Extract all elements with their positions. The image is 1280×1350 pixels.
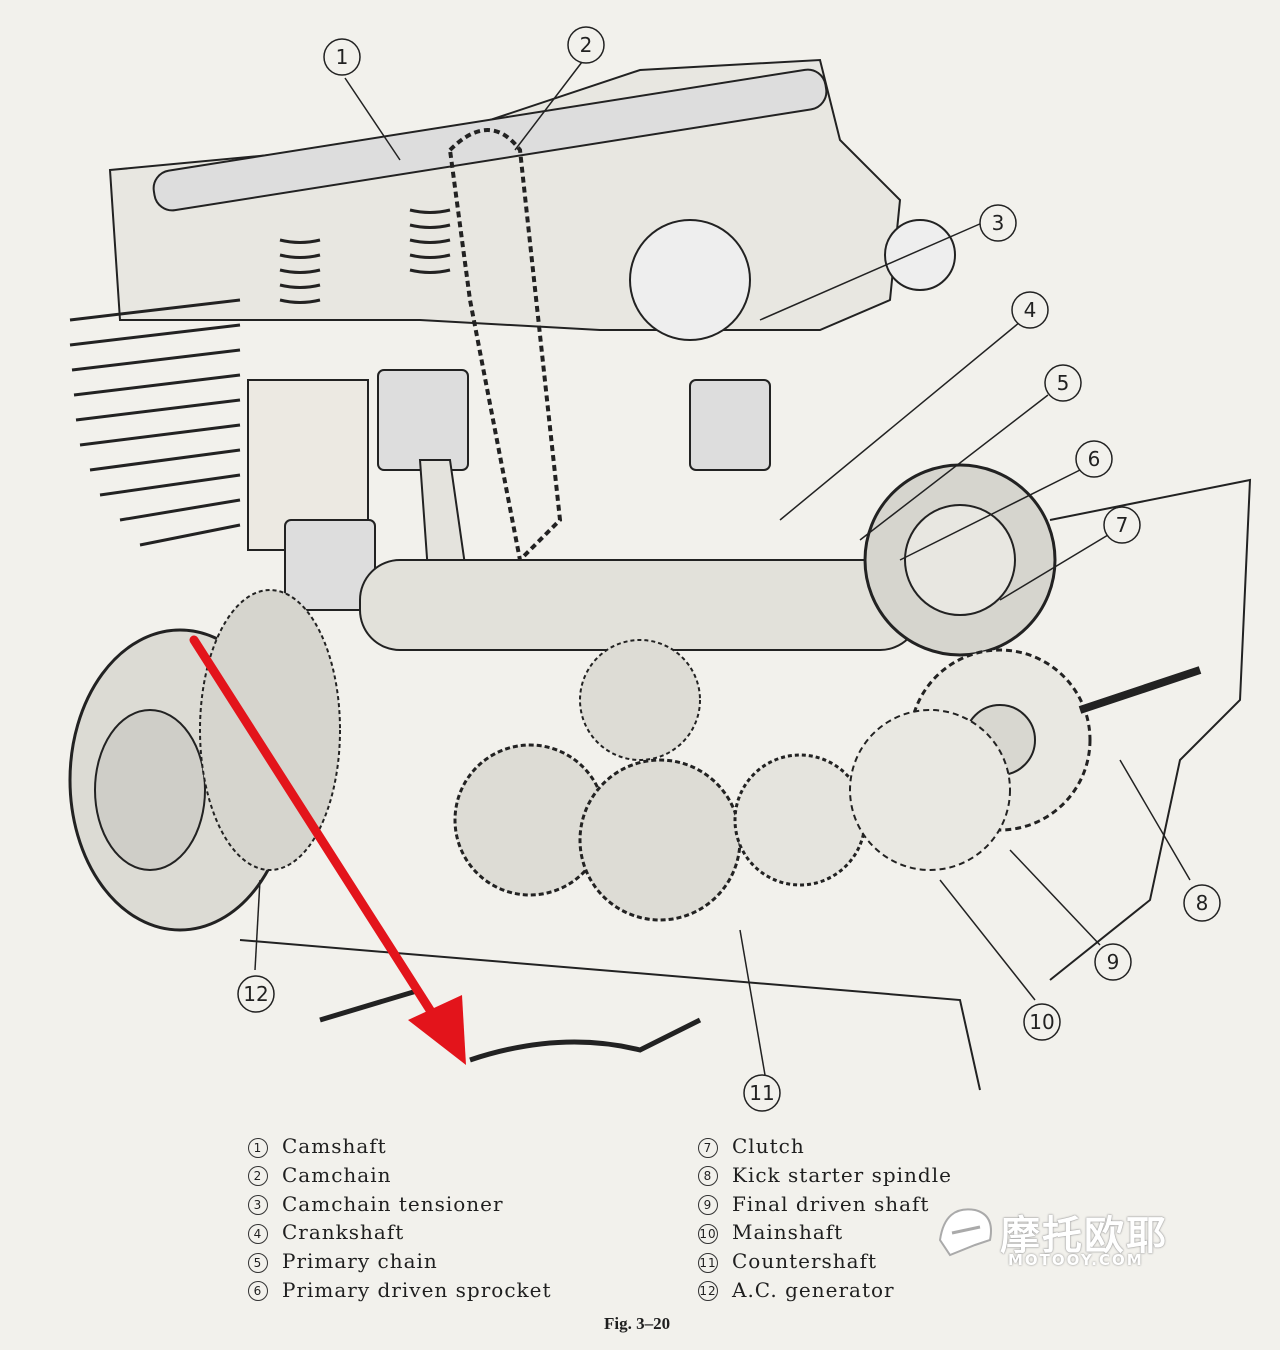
callout-4-label: 4 (1024, 298, 1037, 322)
callout-4: 4 (1011, 291, 1049, 329)
callout-6: 6 (1075, 440, 1113, 478)
legend-label: Camshaft (282, 1134, 387, 1158)
callout-8-label: 8 (1196, 891, 1209, 915)
legend-label: Countershaft (732, 1249, 878, 1274)
callout-1: 1 (323, 38, 361, 76)
figure-caption: Fig. 3–20 (604, 1314, 671, 1333)
callout-3-label: 3 (992, 211, 1005, 235)
callout-3: 3 (979, 204, 1017, 242)
legend-label: Final driven shaft (732, 1191, 930, 1216)
red-arrow-annotation (189, 635, 466, 1065)
callout-2-label: 2 (580, 33, 593, 57)
legend-label: Kick starter spindle (732, 1162, 952, 1187)
legend-number: 10 (698, 1223, 718, 1244)
callout-7: 7 (1103, 506, 1141, 544)
callout-10: 10 (1023, 1003, 1061, 1041)
callout-5-label: 5 (1057, 371, 1070, 395)
legend-number: 1 (248, 1137, 268, 1158)
engine-illustration (68, 58, 1252, 1091)
legend-label: Crankshaft (282, 1220, 405, 1245)
callout-12: 12 (237, 975, 275, 1013)
helmet-logo-icon (938, 1208, 992, 1257)
callout-5: 5 (1044, 364, 1082, 402)
watermark-en-text: MOTOOY.COM (1008, 1251, 1144, 1269)
callout-6-label: 6 (1088, 447, 1101, 471)
legend-number: 8 (698, 1166, 718, 1187)
callout-7-label: 7 (1116, 513, 1129, 537)
legend-label: Primary driven sprocket (282, 1277, 552, 1302)
legend-number: 9 (698, 1195, 718, 1216)
legend-item: 5 Primary chain (248, 1247, 552, 1276)
callout-2: 2 (567, 26, 605, 64)
legend-label: Mainshaft (732, 1220, 844, 1245)
watermark-cn-text: 摩托欧耶 (1000, 1213, 1168, 1259)
watermark: 摩托欧耶 MOTOOY.COM (930, 1195, 1180, 1285)
legend-number: 4 (248, 1223, 268, 1244)
legend-item: 8 Kick starter spindle (698, 1161, 952, 1190)
legend-label: Primary chain (282, 1249, 438, 1274)
legend-label: Clutch (732, 1134, 805, 1158)
legend-item: 2 Camchain (248, 1161, 552, 1190)
leader-lines (254, 61, 1191, 1076)
callout-11: 11 (743, 1074, 781, 1112)
engine-cutaway-diagram: 1 2 3 4 5 6 7 8 9 10 11 12 (68, 26, 1252, 1112)
legend-number: 5 (248, 1252, 268, 1273)
legend-number: 6 (248, 1281, 268, 1302)
legend-item: 3 Camchain tensioner (248, 1190, 552, 1219)
legend-number: 12 (698, 1281, 718, 1302)
callout-9-label: 9 (1107, 950, 1120, 974)
legend-number: 3 (248, 1195, 268, 1216)
legend-number: 7 (698, 1137, 718, 1158)
legend-item: 6 Primary driven sprocket (248, 1276, 552, 1305)
callout-8: 8 (1183, 884, 1221, 922)
legend-item: 4 Crankshaft (248, 1218, 552, 1247)
legend-item: 9 Final driven shaft (698, 1190, 952, 1219)
legend-label: A.C. generator (732, 1277, 895, 1302)
callout-10-label: 10 (1029, 1010, 1054, 1034)
legend-right-column: 7 Clutch 8 Kick starter spindle 9 Final dri… (698, 1132, 952, 1305)
legend-number: 11 (698, 1252, 718, 1273)
legend-item: 10 Mainshaft (698, 1218, 952, 1247)
legend-item: 1 Camshaft (248, 1132, 552, 1161)
legend-item: 12 A.C. generator (698, 1276, 952, 1305)
callout-1-label: 1 (336, 45, 349, 69)
callout-9: 9 (1094, 943, 1132, 981)
callout-11-label: 11 (749, 1081, 774, 1105)
callout-12-label: 12 (243, 982, 268, 1006)
legend-number: 2 (248, 1166, 268, 1187)
legend-item: 11 Countershaft (698, 1247, 952, 1276)
legend-label: Camchain (282, 1162, 392, 1187)
legend-item: 7 Clutch (698, 1132, 952, 1161)
legend-label: Camchain tensioner (282, 1191, 504, 1216)
